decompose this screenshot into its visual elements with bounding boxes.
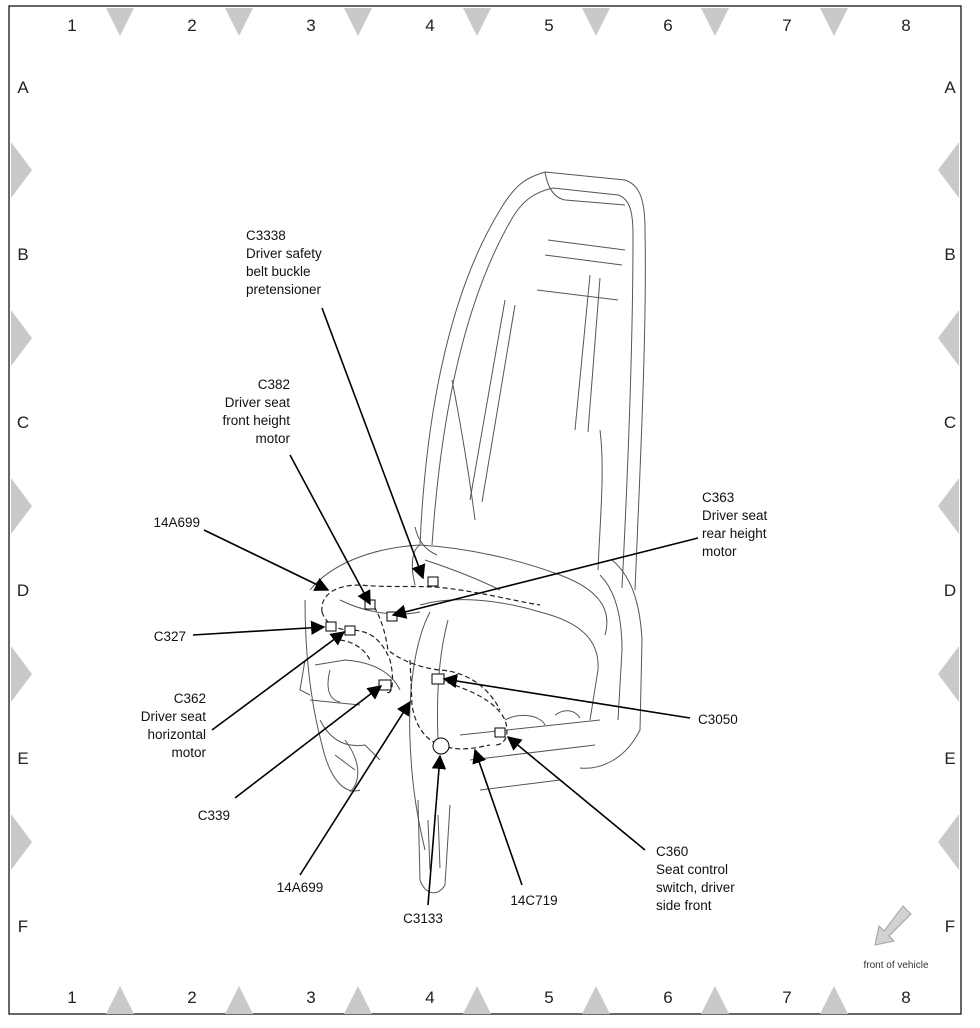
callout-c362: C362 Driver seat horizontal motor [141,691,207,760]
callout-line: Driver safety [246,246,322,261]
grid-column-label: 1 [67,988,76,1007]
grid-column-label: 3 [306,988,315,1007]
connector-c360 [494,727,506,738]
connectors [325,576,506,755]
leader-14a699-bottom [299,700,411,876]
connector-c363 [386,611,398,622]
callout-line: motor [255,431,290,446]
grid-markers [11,8,959,1014]
leader-c363 [391,537,699,619]
leader-c382 [289,454,371,606]
grid-row-label: F [18,917,28,936]
callout-line: C363 [702,490,734,505]
seat-illustration [299,171,646,894]
grid-column-label: 1 [67,16,76,35]
callout-line: C339 [198,808,230,823]
connector-c339 [378,679,392,691]
leader-c362 [211,631,346,731]
leader-c360 [506,736,646,851]
grid-column-label: 4 [425,16,434,35]
front-indicator: front of vehicle [863,905,929,971]
leader-c327 [192,620,326,636]
callout-line: Driver seat [141,709,207,724]
grid-row-label: D [944,581,956,600]
grid-row-label: F [945,917,955,936]
callout-line: C382 [258,377,290,392]
leader-c339 [234,685,383,799]
callout-line: rear height [702,526,767,541]
callout-line: belt buckle [246,264,311,279]
callout-c3050: C3050 [698,712,738,727]
grid-row-label: B [17,245,28,264]
callout-line: pretensioner [246,282,322,297]
callout-c3133: C3133 [403,911,443,926]
grid-column-label: 6 [663,16,672,35]
callout-c382: C382 Driver seat front height motor [222,377,290,446]
grid-row-label: E [17,749,28,768]
grid-column-label: 6 [663,988,672,1007]
callout-c3338: C3338 Driver safety belt buckle pretensi… [246,228,322,297]
callout-line: switch, driver [656,880,735,895]
callout-line: 14C719 [510,893,557,908]
leader-c3338 [321,307,426,580]
callout-14c719: 14C719 [510,893,557,908]
grid-row-label: A [17,78,29,97]
callout-line: Seat control [656,862,728,877]
callout-line: C327 [154,629,186,644]
grid-column-label: 7 [782,988,791,1007]
callout-line: C360 [656,844,688,859]
callout-14a699-top: 14A699 [153,515,200,530]
callout-line: 14A699 [277,880,324,895]
callout-line: side front [656,898,712,913]
connector-c3133 [432,737,450,755]
leader-lines [192,307,699,906]
connector-c3338 [427,576,439,587]
connector-c362 [344,625,356,636]
leader-c3050 [442,673,691,719]
leader-14a699-top [203,529,330,591]
callout-line: 14A699 [153,515,200,530]
grid-row-label: D [17,581,29,600]
callout-line: front height [222,413,290,428]
leader-c3133 [427,754,447,906]
callout-line: C3133 [403,911,443,926]
callout-line: motor [171,745,206,760]
callout-line: Driver seat [225,395,291,410]
callout-line: C362 [174,691,206,706]
grid-row-label: E [944,749,955,768]
callout-line: C3050 [698,712,738,727]
connector-c327 [325,621,337,632]
grid-column-label: 8 [901,16,910,35]
grid-column-label: 2 [187,988,196,1007]
callout-line: motor [702,544,737,559]
connector-c3050 [431,673,445,685]
grid-column-label: 4 [425,988,434,1007]
grid-column-label: 7 [782,16,791,35]
grid-column-label: 3 [306,16,315,35]
grid-row-label: C [944,413,956,432]
callout-14a699-bottom: 14A699 [277,880,324,895]
callout-line: Driver seat [702,508,768,523]
callout-c363: C363 Driver seat rear height motor [702,490,768,559]
grid-column-label: 5 [544,16,553,35]
grid-column-label: 8 [901,988,910,1007]
diagram-frame [8,5,962,1015]
callout-line: horizontal [147,727,206,742]
grid-row-label: A [944,78,956,97]
callout-c327: C327 [154,629,186,644]
callout-c360: C360 Seat control switch, driver side fr… [656,844,735,913]
front-arrow-icon [874,905,912,946]
grid-column-label: 5 [544,988,553,1007]
leader-14c719 [472,748,523,886]
callout-c339: C339 [198,808,230,823]
connector-c382 [364,599,376,610]
grid-row-label: B [944,245,955,264]
front-indicator-label: front of vehicle [863,960,928,971]
wiring-harness [321,584,541,750]
callout-line: C3338 [246,228,286,243]
grid-row-label: C [17,413,29,432]
grid-column-label: 2 [187,16,196,35]
